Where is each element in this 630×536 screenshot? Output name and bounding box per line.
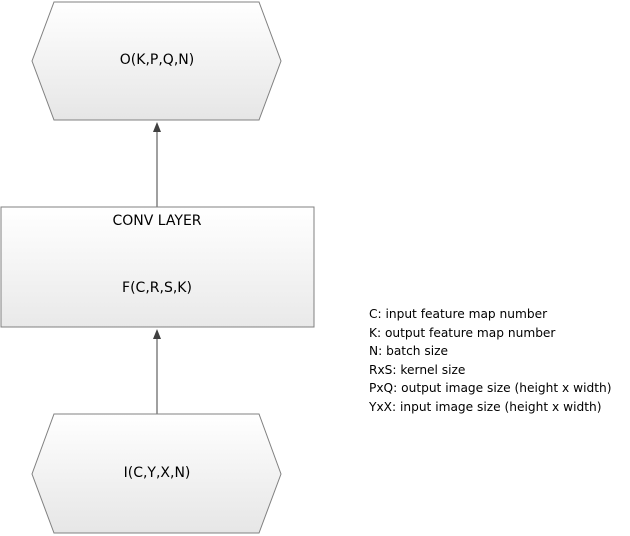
conv-layer-shape xyxy=(0,206,315,328)
arrowhead-input-to-conv xyxy=(153,329,161,339)
legend-item: N: batch size xyxy=(369,344,449,359)
legend-item: K: output feature map number xyxy=(369,325,556,340)
conv-layer-label: F(C,R,S,K) xyxy=(122,280,192,296)
legend-item: YxX: input image size (height x width) xyxy=(369,399,602,414)
output-node-shape xyxy=(31,1,282,121)
legend: C: input feature map number K: output fe… xyxy=(369,305,611,417)
input-node-shape xyxy=(31,413,282,534)
output-node-label: O(K,P,Q,N) xyxy=(119,52,195,68)
conv-layer-title: CONV LAYER xyxy=(112,213,202,229)
legend-item: C: input feature map number xyxy=(369,307,548,321)
legend-item: PxQ: output image size (height x width) xyxy=(369,381,612,396)
arrowhead-conv-to-output xyxy=(153,122,161,132)
input-node-label: I(C,Y,X,N) xyxy=(123,465,191,481)
legend-item: RxS: kernel size xyxy=(369,362,466,377)
